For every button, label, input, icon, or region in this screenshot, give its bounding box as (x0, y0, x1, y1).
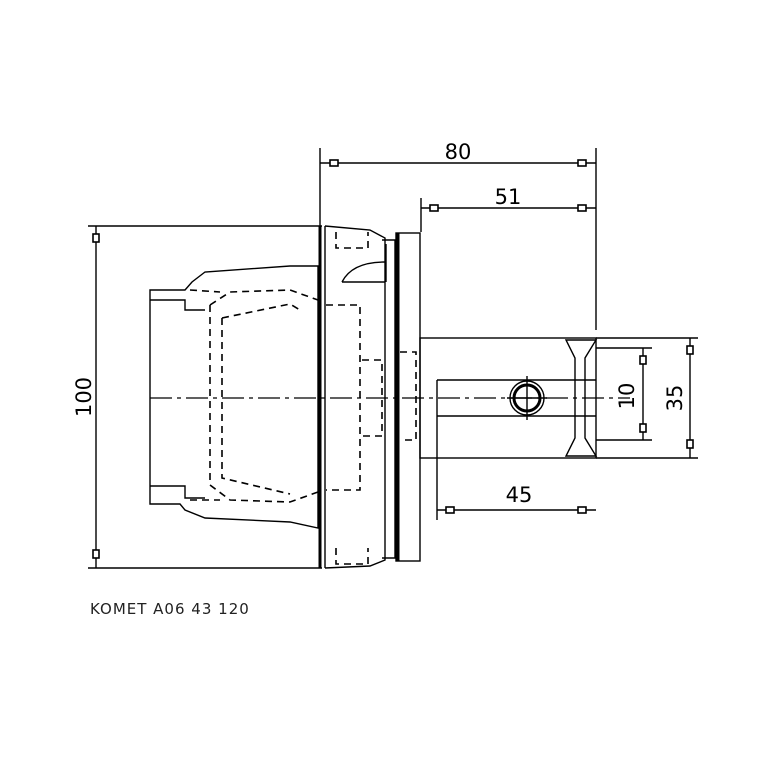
part-label: KOMET A06 43 120 (90, 600, 250, 618)
flange-body (318, 225, 386, 569)
taper-shank (149, 265, 319, 529)
dimension-overall-length: 80 (319, 140, 597, 330)
dimension-label-bore-diameter: 10 (615, 383, 639, 410)
dimension-flange-diameter: 100 (72, 225, 322, 569)
dimension-label-overall-length: 80 (445, 140, 472, 164)
dimension-label-shank-projection: 51 (495, 185, 522, 209)
dimension-shank-projection: 51 (420, 185, 596, 232)
collar-rings (382, 232, 421, 562)
dimension-bore-diameter: 10 (596, 347, 652, 441)
dimension-nose-diameter: 35 (596, 337, 698, 459)
dimension-label-nose-diameter: 35 (663, 385, 687, 412)
dimension-label-bore-depth: 45 (506, 483, 533, 507)
dimension-bore-depth: 45 (436, 380, 596, 520)
dimension-label-flange-diameter: 100 (72, 377, 96, 417)
